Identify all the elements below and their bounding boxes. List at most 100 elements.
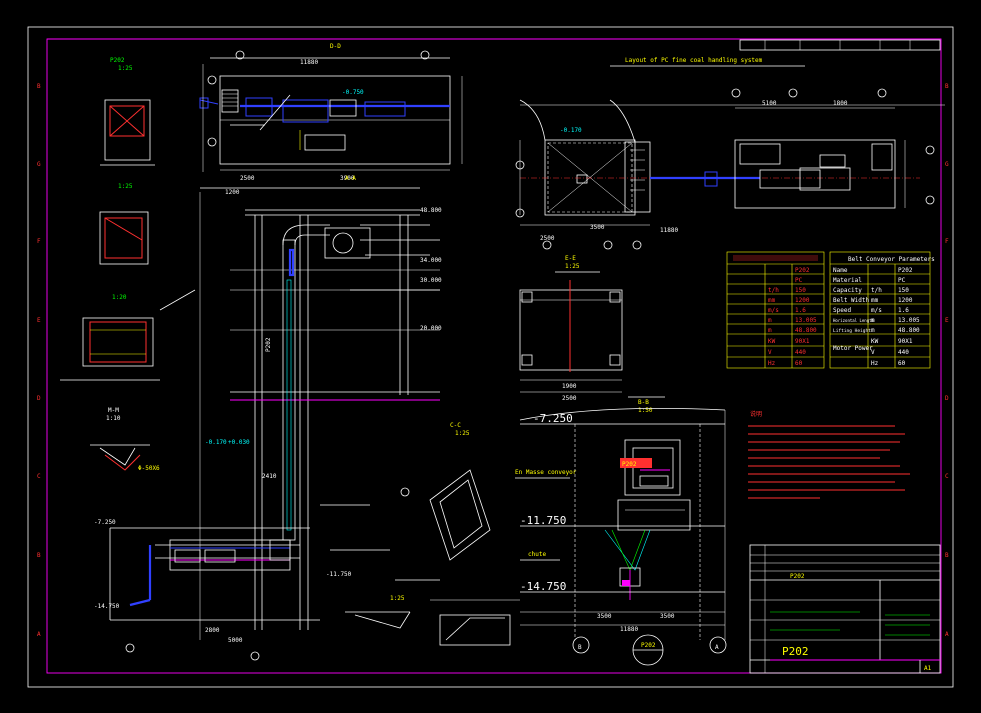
leader-annotations xyxy=(230,94,440,581)
svg-text:G: G xyxy=(945,161,949,168)
svg-text:2500: 2500 xyxy=(562,395,577,402)
border-grid-ticks: B G F E D C B A B G F E D C B A xyxy=(37,83,949,638)
en-val-9: 60 xyxy=(898,360,906,367)
svg-text:A: A xyxy=(945,631,949,638)
section-c-c-title: C-C xyxy=(450,422,461,429)
en-name-0: Name xyxy=(833,267,848,274)
en-unit-7: KW xyxy=(871,338,879,345)
en-name-3: Belt Width xyxy=(833,297,870,304)
svg-text:34.000: 34.000 xyxy=(420,257,442,264)
section-b-b-scale: 1:50 xyxy=(638,407,653,414)
en-name-4: Speed xyxy=(833,307,851,314)
cn-val-2: 150 xyxy=(795,287,806,294)
p202-vertical-label: P202 xyxy=(265,337,272,352)
svg-text:P202: P202 xyxy=(790,573,805,580)
section-d-d-title: D-D xyxy=(330,43,341,50)
svg-text:1:25: 1:25 xyxy=(118,65,133,72)
section-d-d-plan: D-D 11880 2500 3900 -0.750 xyxy=(199,43,463,182)
section-e-e-title: E-E xyxy=(565,255,576,262)
cn-unit-3: mm xyxy=(768,297,776,304)
en-unit-9: Hz xyxy=(871,360,879,367)
svg-text:2800: 2800 xyxy=(205,627,220,634)
en-val-8: 440 xyxy=(898,349,909,356)
params-table-en: Belt Conveyor Parameters Name P202 Mater… xyxy=(829,251,935,369)
layout-plan: Layout of PC fine coal handling system 2… xyxy=(519,57,945,242)
svg-text:D: D xyxy=(37,395,41,402)
svg-text:Φ-50X6: Φ-50X6 xyxy=(138,465,160,472)
svg-text:20.000: 20.000 xyxy=(420,325,442,332)
svg-text:1200: 1200 xyxy=(225,189,240,196)
scale-label: 1:20 xyxy=(112,294,127,301)
en-val-1: PC xyxy=(898,277,906,284)
svg-text:F: F xyxy=(945,238,949,245)
svg-text:-11.750: -11.750 xyxy=(326,571,352,578)
svg-text:P202: P202 xyxy=(110,57,125,64)
en-val-3: 1200 xyxy=(898,297,913,304)
title-block-name: P202 xyxy=(782,645,809,658)
svg-text:2500: 2500 xyxy=(540,235,555,242)
title-block: P202 P202 A1 xyxy=(749,544,941,674)
detail-bottom-mid: 1:25 xyxy=(345,595,520,646)
detail-top-left-2: 1:25 1:20 xyxy=(99,183,149,301)
detail-top-left-1: 1:25 P202 xyxy=(100,57,155,166)
section-m-label: M-M xyxy=(108,407,119,414)
cn-unit-5: m xyxy=(768,317,772,324)
svg-text:B: B xyxy=(945,552,949,559)
en-heading: Belt Conveyor Parameters xyxy=(848,256,935,263)
section-e-e-scale: 1:25 xyxy=(565,263,580,270)
en-unit-2: t/h xyxy=(871,287,882,294)
svg-text:F: F xyxy=(37,238,41,245)
dim-d1: 11880 xyxy=(300,59,318,66)
cn-unit-6: m xyxy=(768,327,772,334)
svg-text:B: B xyxy=(37,552,41,559)
en-unit-3: mm xyxy=(871,297,879,304)
svg-text:-0.170: -0.170 xyxy=(560,127,582,134)
sheet-number: A1 xyxy=(924,665,932,672)
en-val-4: 1.6 xyxy=(898,307,909,314)
en-name-5: Horizontal Length xyxy=(833,318,875,323)
sheet-border xyxy=(27,26,954,688)
svg-text:G: G xyxy=(37,161,41,168)
svg-text:1:25: 1:25 xyxy=(118,183,133,190)
svg-text:C: C xyxy=(37,473,41,480)
svg-text:B: B xyxy=(945,83,949,90)
en-name-6: Lifting Height xyxy=(833,328,871,334)
svg-text:3900: 3900 xyxy=(340,175,355,182)
en-unit-6: m xyxy=(871,327,875,334)
svg-text:11880: 11880 xyxy=(660,227,678,234)
svg-text:48.800: 48.800 xyxy=(420,207,442,214)
en-val-7: 90X1 xyxy=(898,338,913,345)
svg-text:-14.750: -14.750 xyxy=(94,603,120,610)
svg-text:5000: 5000 xyxy=(228,637,243,644)
cn-val-1: PC xyxy=(795,277,803,284)
svg-text:1:25: 1:25 xyxy=(455,430,470,437)
svg-text:D: D xyxy=(945,395,949,402)
svg-text:-0.750: -0.750 xyxy=(342,89,364,96)
en-val-6: 48.800 xyxy=(898,327,920,334)
section-a-a-title: A-A xyxy=(345,175,356,182)
svg-text:1:25: 1:25 xyxy=(390,595,405,602)
svg-text:说明: 说明 xyxy=(750,410,762,418)
axis-bubbles xyxy=(125,50,935,661)
detail-chute-small: Φ-50X6 xyxy=(90,444,160,472)
elev-e4: -0.170 xyxy=(205,439,227,446)
svg-text:P202: P202 xyxy=(622,461,637,468)
cn-val-3: 1200 xyxy=(795,297,810,304)
en-val-0: P202 xyxy=(898,267,913,274)
elev-e5: +0.030 xyxy=(228,439,250,446)
elev-e3: -14.750 xyxy=(520,580,566,593)
cn-unit-4: m/s xyxy=(768,307,779,314)
svg-text:11880: 11880 xyxy=(620,626,638,633)
en-masse-label: En Masse conveyor xyxy=(515,469,577,476)
cn-val-8: 440 xyxy=(795,349,806,356)
en-name-7: Motor Power xyxy=(833,345,873,352)
en-val-5: 13.005 xyxy=(898,317,920,324)
svg-text:1800: 1800 xyxy=(833,100,848,107)
en-name-1: Material xyxy=(833,277,862,284)
svg-text:3500: 3500 xyxy=(590,224,605,231)
svg-text:-7.250: -7.250 xyxy=(94,519,116,526)
svg-text:E: E xyxy=(945,317,949,324)
svg-text:3500: 3500 xyxy=(660,613,675,620)
layout-title: Layout of PC fine coal handling system xyxy=(625,57,763,64)
revision-strip xyxy=(739,39,941,51)
